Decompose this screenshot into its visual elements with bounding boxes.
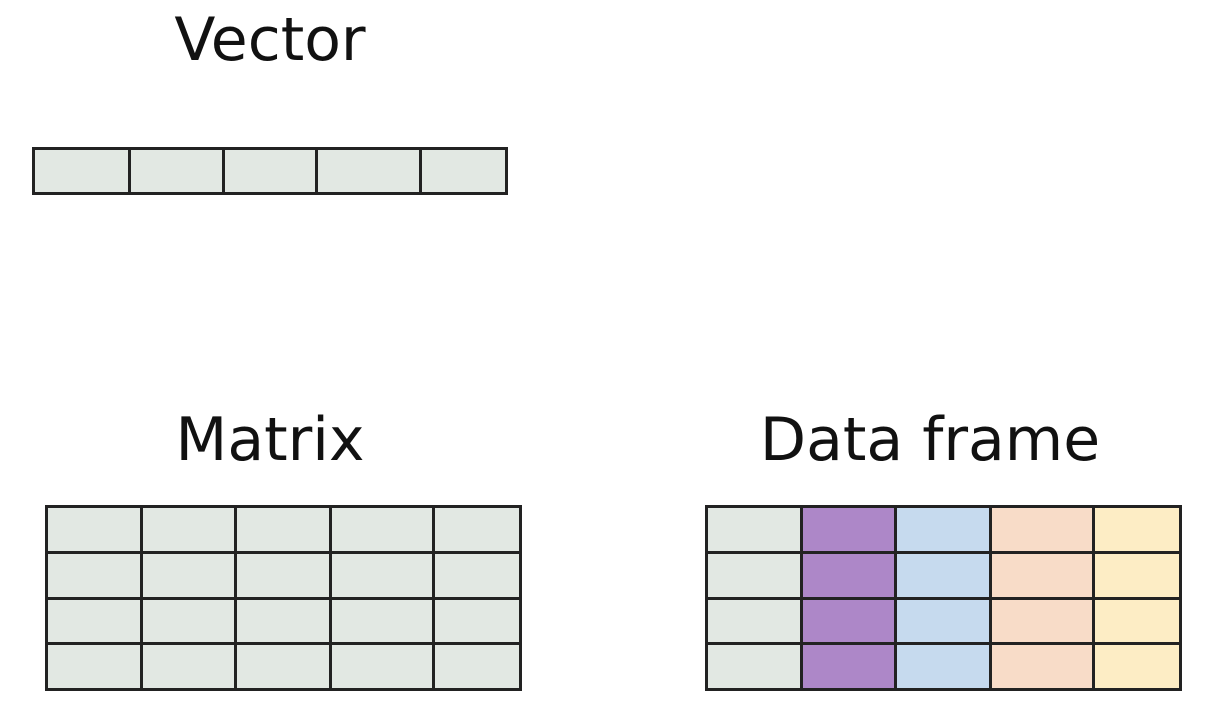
matrix-cell-r3-c1	[48, 599, 140, 643]
data-frame-cell-r2-c2	[802, 553, 895, 597]
data-frame-cell-r3-c1	[708, 599, 800, 643]
matrix-cell-r2-c1	[48, 553, 140, 597]
data-frame-cell-r4-c4	[991, 645, 1093, 688]
data-frame-cell-r1-c1	[708, 508, 800, 551]
data-frame-cell-r3-c3	[897, 599, 989, 643]
matrix-cell-r1-c3	[237, 508, 329, 551]
matrix-cell-r3-c2	[142, 599, 235, 643]
vector-cell-r1-c3	[224, 150, 316, 192]
data-frame-cell-r4-c3	[897, 645, 989, 688]
matrix-cell-r1-c5	[435, 508, 519, 551]
matrix-title: Matrix	[175, 405, 365, 475]
matrix-cell-r2-c2	[142, 553, 235, 597]
data-frame-cell-r1-c5	[1095, 508, 1179, 551]
matrix-cell-r1-c2	[142, 508, 235, 551]
matrix-cell-r2-c5	[435, 553, 519, 597]
matrix-diagram	[45, 505, 522, 691]
data-frame-cell-r3-c5	[1095, 599, 1179, 643]
vector-cell-r1-c5	[421, 150, 505, 192]
data-frame-cell-r2-c1	[708, 553, 800, 597]
data-frame-cell-r4-c1	[708, 645, 800, 688]
data-frame-cell-r4-c2	[802, 645, 895, 688]
matrix-cell-r4-c3	[237, 645, 329, 688]
matrix-cell-r2-c3	[237, 553, 329, 597]
matrix-cell-r1-c4	[331, 508, 433, 551]
data-frame-cell-r1-c4	[991, 508, 1093, 551]
matrix-cell-r3-c4	[331, 599, 433, 643]
matrix-cell-r4-c5	[435, 645, 519, 688]
vector-cell-r1-c4	[318, 150, 419, 192]
data-frame-cell-r4-c5	[1095, 645, 1179, 688]
vector-cell-r1-c2	[131, 150, 222, 192]
vector-title: Vector	[174, 5, 366, 75]
matrix-cell-r3-c3	[237, 599, 329, 643]
data-frame-cell-r2-c5	[1095, 553, 1179, 597]
data-frame-cell-r1-c2	[802, 508, 895, 551]
matrix-cell-r3-c5	[435, 599, 519, 643]
matrix-cell-r1-c1	[48, 508, 140, 551]
matrix-cell-r2-c4	[331, 553, 433, 597]
vector-diagram	[32, 147, 508, 195]
vector-cell-r1-c1	[35, 150, 129, 192]
data-frame-diagram	[705, 505, 1182, 691]
data-frame-cell-r1-c3	[897, 508, 989, 551]
data-frame-cell-r3-c2	[802, 599, 895, 643]
data-frame-cell-r3-c4	[991, 599, 1093, 643]
matrix-cell-r4-c1	[48, 645, 140, 688]
data-frame-cell-r2-c3	[897, 553, 989, 597]
data-frame-title: Data frame	[759, 405, 1101, 475]
data-frame-cell-r2-c4	[991, 553, 1093, 597]
matrix-cell-r4-c4	[331, 645, 433, 688]
matrix-cell-r4-c2	[142, 645, 235, 688]
